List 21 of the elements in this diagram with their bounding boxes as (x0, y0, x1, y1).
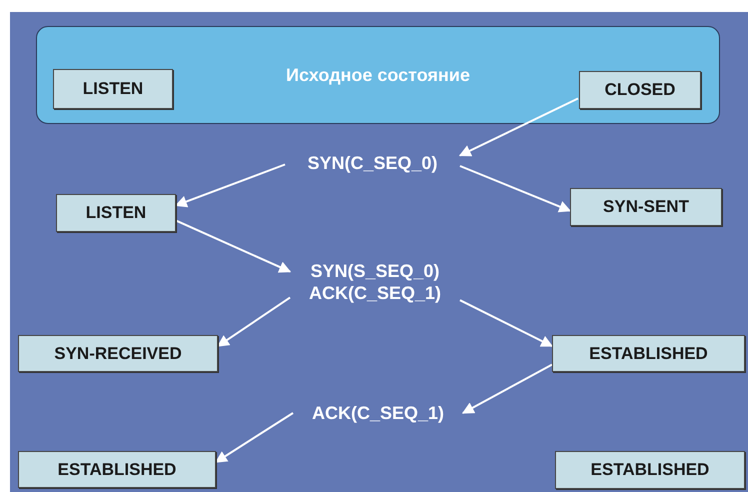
arrow (460, 165, 572, 212)
state-box: SYN-SENT (570, 188, 722, 226)
state-group-panel (36, 26, 720, 124)
state-box: SYN-RECEIVED (18, 335, 218, 372)
state-box: ESTABLISHED (18, 451, 216, 488)
arrow (215, 412, 294, 463)
state-box: CLOSED (579, 71, 701, 109)
message-label: SYN(S_SEQ_0) ACK(C_SEQ_1) (290, 256, 460, 308)
state-box: ESTABLISHED (555, 451, 745, 489)
state-box: LISTEN (56, 194, 176, 232)
state-box: LISTEN (53, 69, 173, 109)
state-box: ESTABLISHED (552, 335, 745, 372)
arrow (217, 296, 291, 347)
arrow (458, 98, 578, 156)
group-title: Исходное состояние (286, 65, 470, 86)
arrow (174, 164, 286, 208)
arrow (176, 220, 292, 273)
message-label: ACK(C_SEQ_1) (293, 398, 463, 428)
arrow (460, 299, 554, 347)
message-label: SYN(C_SEQ_0) (285, 148, 460, 178)
arrow (462, 364, 552, 414)
